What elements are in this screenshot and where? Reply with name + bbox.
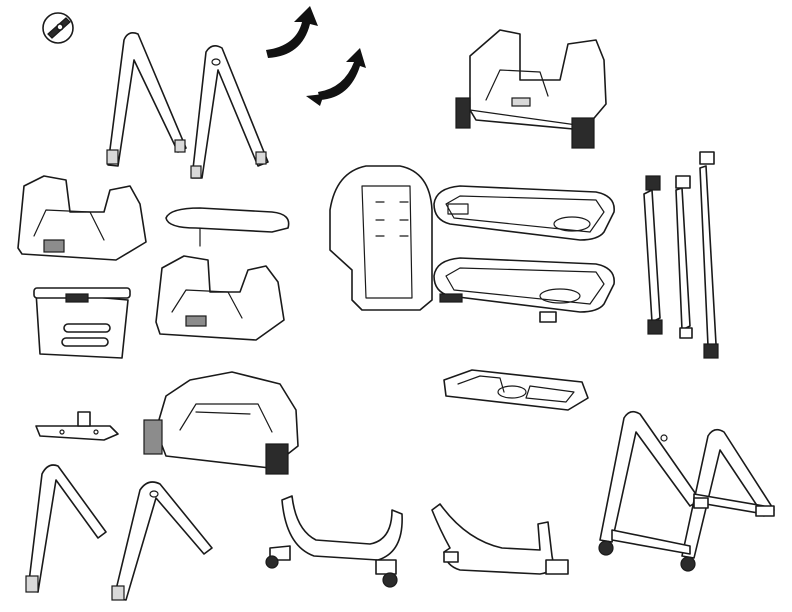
lower-leg-left: [25, 464, 107, 593]
tray-upper: [433, 185, 615, 241]
rotate-arrow-icon: [266, 6, 318, 58]
mounting-bracket: [35, 411, 119, 441]
tray-arm: [165, 207, 290, 247]
booster-seat-left: [17, 175, 147, 261]
caster-base: [265, 495, 403, 588]
booster-seat-middle: [155, 255, 285, 341]
lower-leg-right: [111, 481, 213, 601]
seat-back: [329, 165, 433, 311]
upper-leg-left: [106, 32, 187, 167]
booster-seat-large: [143, 371, 299, 475]
swap-arrow-icon: [306, 48, 366, 106]
tray-lower: [433, 257, 615, 323]
insert-tray: [443, 369, 589, 411]
footrest-panel: [33, 287, 131, 359]
full-frame: [598, 410, 775, 572]
booster-seat-top: [455, 29, 607, 149]
upper-leg-right: [190, 44, 269, 179]
tool-badge-icon: [42, 12, 74, 44]
foot-bar: [431, 503, 569, 575]
harness-straps: [643, 151, 719, 359]
